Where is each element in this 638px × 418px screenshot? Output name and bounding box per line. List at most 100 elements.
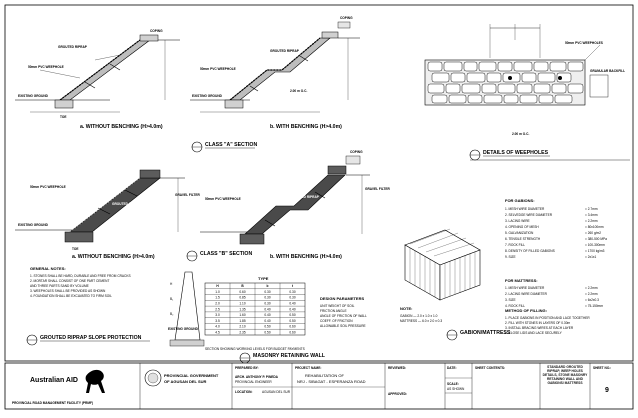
table-cell: 3.5	[215, 319, 220, 323]
table-cell: 0.30	[289, 296, 295, 300]
table-header-cell: t	[292, 284, 294, 288]
table-cell: 0.30	[264, 296, 270, 300]
spec-item: 7. ROCK FILL	[505, 243, 525, 247]
callout-toe-a: TOE	[60, 115, 67, 119]
callout-riprap-b: GROUTED RIPRAP	[270, 49, 300, 53]
callout-pvc: 50mm PVC WEEPHOLES	[565, 41, 603, 45]
callout-weephole-c: 50mm PVC WEEPHOLE	[30, 185, 66, 189]
table-cell: 0.85	[239, 296, 245, 300]
svg-text:B₂: B₂	[170, 312, 174, 316]
callout-toe-b: TOE	[72, 247, 79, 251]
class-a-without-benching: GROUTED RIPRAP 50mm PVC WEEPHOLE COPING …	[15, 29, 180, 119]
svg-text:REVIEWED:: REVIEWED:	[388, 366, 406, 370]
table-cell: 1.85	[239, 319, 245, 323]
svg-text:GABION — 2.0 x 1.0 x 1.0: GABION — 2.0 x 1.0 x 1.0	[400, 314, 438, 318]
callout-spacing-b: 2.00 m O.C.	[512, 132, 529, 136]
spec-value: = 2.2mm	[585, 286, 598, 290]
class-b-with-benching: GROUTED RIPRAP 50mm PVC WEEPHOLE COPING …	[200, 150, 390, 245]
table-cell: 2.35	[239, 330, 245, 334]
callout-cap-c: COPING	[350, 150, 363, 154]
spec-value: = 100-300mm	[585, 243, 605, 247]
spec-value: = 2.2mm	[585, 292, 598, 296]
table-cell: 0.60	[289, 325, 295, 329]
class-a-label: CLASS "A" SECTION	[191, 141, 257, 153]
caption-with-benching-a: b. WITH BENCHING (H>4.0m)	[270, 124, 342, 130]
spec-value: = 1700 kg/m3	[585, 249, 605, 253]
svg-text:CLASS "A" SECTION: CLASS "A" SECTION	[205, 142, 257, 148]
svg-text:SHEET NO.:: SHEET NO.:	[593, 366, 611, 370]
org-name: Australian AID	[30, 377, 78, 384]
masonry-wall-section: H B₁ B₂ EXISTING GROUND	[168, 271, 205, 347]
callout-weephole-d: 50mm PVC WEEPHOLE	[205, 197, 241, 201]
grouted-label: GROUTED RIPRAP SLOPE PROTECTION	[26, 334, 150, 346]
svg-text:CLASS "B" SECTION: CLASS "B" SECTION	[200, 251, 252, 257]
table-cell: 1.5	[215, 296, 220, 300]
spec-value: = 260 g/m2	[585, 231, 601, 235]
svg-text:4. CLOSE LIDS AND LACE SECUREL: 4. CLOSE LIDS AND LACE SECURELY	[505, 331, 563, 335]
callout-cap-a: COPING	[150, 29, 163, 33]
sheet-number: 9	[605, 387, 609, 394]
spec-item: 3. LACING WIRE	[505, 219, 530, 223]
province-line1: PROVINCIAL GOVERNMENT	[164, 373, 219, 378]
sheet-contents: STANDARD GROUTED RIPRAP, WEEP HOLES DETA…	[542, 365, 588, 385]
svg-text:DATE:: DATE:	[447, 366, 457, 370]
table-cell: 2.10	[239, 325, 245, 329]
callout-existing-c: EXISTING GROUND	[18, 223, 49, 227]
design-parameters: DESIGN PARAMETERS UNIT WEIGHT OF SOIL FR…	[320, 296, 367, 328]
spec-item: 2. LACING WIRE DIAMETER	[505, 292, 548, 296]
svg-text:FRICTION ANGLE: FRICTION ANGLE	[320, 309, 347, 313]
svg-text:ALLOWABLE SOIL PRESSURE: ALLOWABLE SOIL PRESSURE	[320, 324, 366, 328]
table-cell: 1.10	[239, 301, 245, 305]
spec-value: = 75-150mm	[585, 304, 603, 308]
sheet-border	[4, 4, 634, 362]
table-cell: 0.30	[289, 290, 295, 294]
weepholes-label: DETAILS OF WEEPHOLES	[469, 149, 550, 161]
svg-text:ANGLE OF FRICTION OF WALL: ANGLE OF FRICTION OF WALL	[320, 314, 367, 318]
weephole-detail: 50mm PVC WEEPHOLES GRANULAR BACKFILL 2.0…	[424, 24, 625, 136]
spec-item: 1. MESH WIRE DIAMETER	[505, 286, 545, 290]
svg-text:GENERAL NOTES:: GENERAL NOTES:	[30, 266, 66, 271]
location: AGUSAN DEL SUR	[262, 390, 291, 394]
table-title: TYPE	[258, 276, 269, 281]
table-cell: 2.5	[215, 307, 220, 311]
svg-text:PROJECT NAME:: PROJECT NAME:	[295, 366, 321, 370]
prepared-by: ARCH. ANTHONY P. PINEDA	[235, 375, 279, 379]
table-cell: 3.0	[215, 313, 220, 317]
svg-text:FOR MATTRESS:: FOR MATTRESS:	[505, 278, 538, 283]
table-cell: 0.40	[289, 301, 295, 305]
svg-text:METHOD OF FILLING:: METHOD OF FILLING:	[505, 308, 547, 313]
gabion-specs: FOR GABIONS: 1. MESH WIRE DIAMETER= 2.7m…	[505, 198, 607, 335]
gabion-drawing	[404, 228, 481, 301]
spec-item: 4. OPENING OF MESH	[505, 225, 539, 229]
project-name-1: REHABILITATION OF	[305, 373, 345, 378]
callout-cap-b: COPING	[340, 16, 353, 20]
spec-value: = 2.7mm	[585, 207, 598, 211]
spec-item: 9. SIZE	[505, 255, 516, 259]
svg-text:GROUTED RIPRAP SLOPE PROTECTIO: GROUTED RIPRAP SLOPE PROTECTION	[40, 335, 142, 341]
callout-filter-b: GRAVEL FILTER	[365, 187, 390, 191]
class-b-label: CLASS "B" SECTION	[186, 250, 252, 262]
table-cell: 0.30	[264, 290, 270, 294]
svg-text:DESIGN PARAMETERS: DESIGN PARAMETERS	[320, 296, 364, 301]
callout-weephole-a: 50mm PVC WEEPHOLE	[28, 65, 64, 69]
svg-text:NOTE:: NOTE:	[400, 306, 412, 311]
svg-text:3. WEEPHOLES SHALL BE PROVIDED: 3. WEEPHOLES SHALL BE PROVIDED AS SHOWN	[30, 289, 106, 293]
kangaroo-icon	[85, 369, 105, 393]
caption-without-benching-a: a. WITHOUT BENCHING (H>4.0m)	[80, 124, 163, 130]
province-line2: OF AGUSAN DEL SUR	[164, 379, 207, 384]
svg-text:PROVINCIAL ENGINEER: PROVINCIAL ENGINEER	[235, 380, 272, 384]
callout-weephole-b: 50mm PVC WEEPHOLE	[200, 67, 236, 71]
svg-text:GABION/MATTRESS: GABION/MATTRESS	[460, 330, 511, 336]
spec-value: = 6x2x0.3	[585, 298, 599, 302]
table-cell: 2.0	[215, 301, 220, 305]
spec-item: 2. SELVEDGE WIRE DIAMETER	[505, 213, 553, 217]
caption-without-benching-b: a. WITHOUT BENCHING (H>4.0m)	[72, 254, 155, 260]
caption-with-benching-b: b. WITH BENCHING (H>4.0m)	[270, 254, 342, 260]
svg-text:SCALE:: SCALE:	[447, 382, 459, 386]
spec-value: = 3.4mm	[585, 213, 598, 217]
class-b-without-benching: GROUTED RIPRAP 50mm PVC WEEPHOLE GRAVEL …	[15, 169, 200, 251]
title-block: Australian AID PROVINCIAL ROAD MANAGEMEN…	[4, 362, 634, 410]
table-cell: 0.30	[264, 301, 270, 305]
